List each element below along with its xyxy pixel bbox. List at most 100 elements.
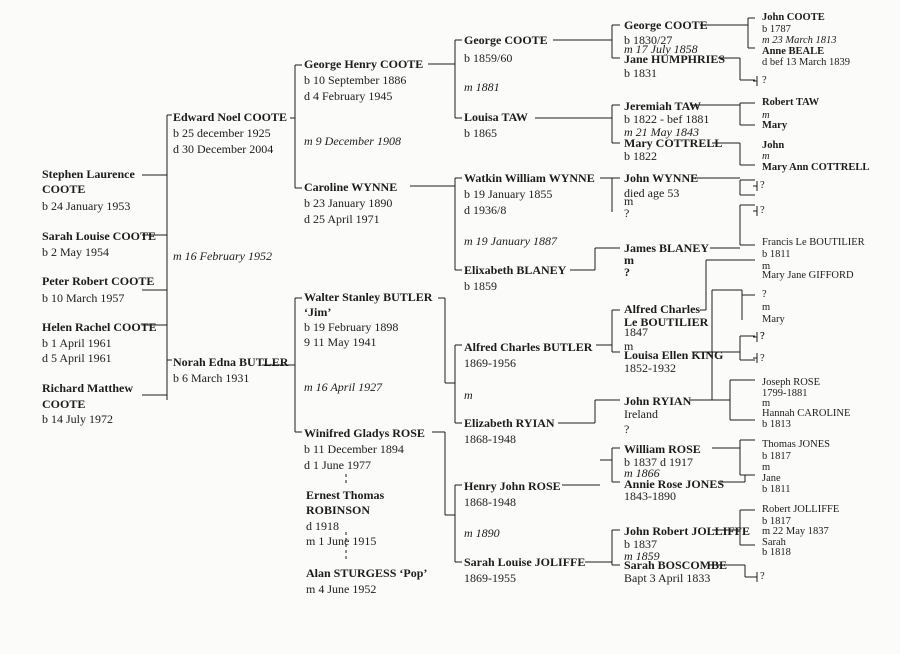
tree-label-d-1-june-1977: d 1 June 1977 xyxy=(304,458,371,472)
tree-label-winifred-gladys-rose: Winifred Gladys ROSE xyxy=(304,426,425,440)
tree-label-anne-beale: Anne BEALE xyxy=(762,46,825,57)
tree-label-b-1822: b 1822 xyxy=(624,149,657,163)
tree-label-b-1831: b 1831 xyxy=(624,66,657,80)
tree-label-m-1859: m 1859 xyxy=(624,549,660,563)
tree-label-george-henry-coote: George Henry COOTE xyxy=(304,57,424,71)
tree-label-unknown: ? xyxy=(760,353,765,364)
tree-label-m: m xyxy=(624,339,634,353)
tree-label-b-10-march-1957: b 10 March 1957 xyxy=(42,291,125,305)
tree-label-mary: Mary xyxy=(762,120,788,131)
tree-label-d-1918: d 1918 xyxy=(306,519,339,533)
tree-label-m: m xyxy=(762,462,771,473)
tree-label-elizabeth-ryian: Elizabeth RYIAN xyxy=(464,416,555,430)
tree-label-alan-sturgess-pop: Alan STURGESS ‘Pop’ xyxy=(306,566,428,580)
tree-label-1843-1890: 1843-1890 xyxy=(624,489,676,503)
tree-label-francis-le-boutilier: Francis Le BOUTILIER xyxy=(762,237,865,248)
tree-label-m: m xyxy=(762,302,771,313)
tree-label-b-1817: b 1817 xyxy=(762,451,791,462)
tree-label-william-rose: William ROSE xyxy=(624,442,701,456)
tree-label-unknown: ? xyxy=(760,571,765,582)
tree-label-d-25-april-1971: d 25 April 1971 xyxy=(304,212,380,226)
tree-label-unknown: ? xyxy=(762,289,767,300)
tree-label-coote: COOTE xyxy=(42,397,86,411)
tree-label-b-1817: b 1817 xyxy=(762,516,791,527)
tree-label-unknown: ? xyxy=(624,422,630,436)
tree-label-b-6-march-1931: b 6 March 1931 xyxy=(173,371,250,385)
tree-label-stephen-laurence: Stephen Laurence xyxy=(42,167,135,181)
tree-label-b-11-december-1894: b 11 December 1894 xyxy=(304,442,404,456)
tree-label-b-1813: b 1813 xyxy=(762,419,791,430)
tree-label-james-blaney: James BLANEY xyxy=(624,241,710,255)
tree-label-b-1818: b 1818 xyxy=(762,547,791,558)
tree-label-robert-taw: Robert TAW xyxy=(762,97,820,108)
tree-label-m-1-june-1915: m 1 June 1915 xyxy=(306,534,377,548)
tree-label-john-ryian: John RYIAN xyxy=(624,394,692,408)
tree-label-9-11-may-1941: 9 11 May 1941 xyxy=(304,335,377,349)
tree-label-b-25-december-1925: b 25 december 1925 xyxy=(173,126,271,140)
tree-label-m-19-january-1887: m 19 January 1887 xyxy=(464,234,557,248)
tree-label-m: m xyxy=(464,388,473,402)
tree-label-b-1837-d-1917: b 1837 d 1917 xyxy=(624,455,693,469)
tree-label-1869-1956: 1869-1956 xyxy=(464,356,516,370)
tree-label-m-1866: m 1866 xyxy=(624,466,660,480)
tree-label-jane: Jane xyxy=(762,473,781,484)
tree-label-coote: COOTE xyxy=(42,182,86,196)
tree-label-richard-matthew: Richard Matthew xyxy=(42,381,133,395)
tree-label-1799-1881: 1799-1881 xyxy=(762,388,808,399)
tree-label-m-22-may-1837: m 22 May 1837 xyxy=(762,526,829,537)
tree-label-mary-jane-gifford: Mary Jane GIFFORD xyxy=(762,270,854,281)
tree-label-unknown: ? xyxy=(762,75,767,86)
tree-label-jane-humphries: Jane HUMPHRIES xyxy=(624,52,726,66)
tree-label-b-14-july-1972: b 14 July 1972 xyxy=(42,412,114,426)
tree-label-caroline-wynne: Caroline WYNNE xyxy=(304,180,398,194)
tree-label-m-21-may-1843: m 21 May 1843 xyxy=(624,125,699,139)
tree-label-m: m xyxy=(762,151,770,162)
tree-label-b-23-january-1890: b 23 January 1890 xyxy=(304,196,393,210)
tree-label-1852-1932: 1852-1932 xyxy=(624,361,676,375)
tree-label-1847: 1847 xyxy=(624,325,648,339)
tree-label-b-24-january-1953: b 24 January 1953 xyxy=(42,199,131,213)
tree-label-b-1-april-1961: b 1 April 1961 xyxy=(42,336,112,350)
tree-label-henry-john-rose: Henry John ROSE xyxy=(464,479,561,493)
tree-label-unknown: ? xyxy=(760,331,765,342)
tree-label-edward-noel-coote: Edward Noel COOTE xyxy=(173,110,288,124)
tree-label-m: m xyxy=(624,253,634,267)
tree-label-d-5-april-1961: d 5 April 1961 xyxy=(42,351,112,365)
tree-label-ernest-thomas: Ernest Thomas xyxy=(306,488,385,502)
tree-label-alfred-charles-butler: Alfred Charles BUTLER xyxy=(464,340,593,354)
tree-label-b-1830-27: b 1830/27 xyxy=(624,33,673,47)
tree-label-thomas-jones: Thomas JONES xyxy=(762,439,830,450)
tree-label-d-30-december-2004: d 30 December 2004 xyxy=(173,142,274,156)
tree-label-d-bef-13-march-1839: d bef 13 March 1839 xyxy=(762,57,851,68)
tree-label-john: John xyxy=(762,140,785,151)
tree-label-1868-1948: 1868-1948 xyxy=(464,495,516,509)
tree-label-peter-robert-coote: Peter Robert COOTE xyxy=(42,274,155,288)
tree-label-b-1837: b 1837 xyxy=(624,537,657,551)
tree-label-b-19-january-1855: b 19 January 1855 xyxy=(464,187,553,201)
tree-label-louisa-ellen-king: Louisa Ellen KING xyxy=(624,348,724,362)
tree-label-d-4-february-1945: d 4 February 1945 xyxy=(304,89,393,103)
tree-label-george-coote: George COOTE xyxy=(464,33,548,47)
tree-label-died-age-53: died age 53 xyxy=(624,186,680,200)
tree-label-john-wynne: John WYNNE xyxy=(624,171,699,185)
tree-label-sarah-boscombe: Sarah BOSCOMBE xyxy=(624,558,728,572)
tree-label-b-1865: b 1865 xyxy=(464,126,497,140)
tree-label-annie-rose-jones: Annie Rose JONES xyxy=(624,477,725,491)
tree-label-jim: ‘Jim’ xyxy=(304,305,332,319)
tree-label-le-boutilier: Le BOUTILIER xyxy=(624,315,709,329)
tree-label-1869-1955: 1869-1955 xyxy=(464,571,516,585)
tree-label-robinson: ROBINSON xyxy=(306,503,371,517)
tree-label-b-1811: b 1811 xyxy=(762,484,791,495)
tree-label-sarah-louise-joliffe: Sarah Louise JOLIFFE xyxy=(464,555,586,569)
tree-label-unknown: ? xyxy=(760,331,765,342)
tree-label-b-1787: b 1787 xyxy=(762,24,791,35)
tree-label-d-1936-8: d 1936/8 xyxy=(464,203,507,217)
tree-label-m-16-april-1927: m 16 April 1927 xyxy=(304,380,383,394)
tree-label-m-1890: m 1890 xyxy=(464,526,500,540)
tree-label-unknown: ? xyxy=(624,265,630,279)
tree-label-george-coote: George COOTE xyxy=(624,18,708,32)
tree-label-m: m xyxy=(624,194,634,208)
tree-label-jeremiah-taw: Jeremiah TAW xyxy=(624,99,701,113)
tree-label-louisa-taw: Louisa TAW xyxy=(464,110,528,124)
